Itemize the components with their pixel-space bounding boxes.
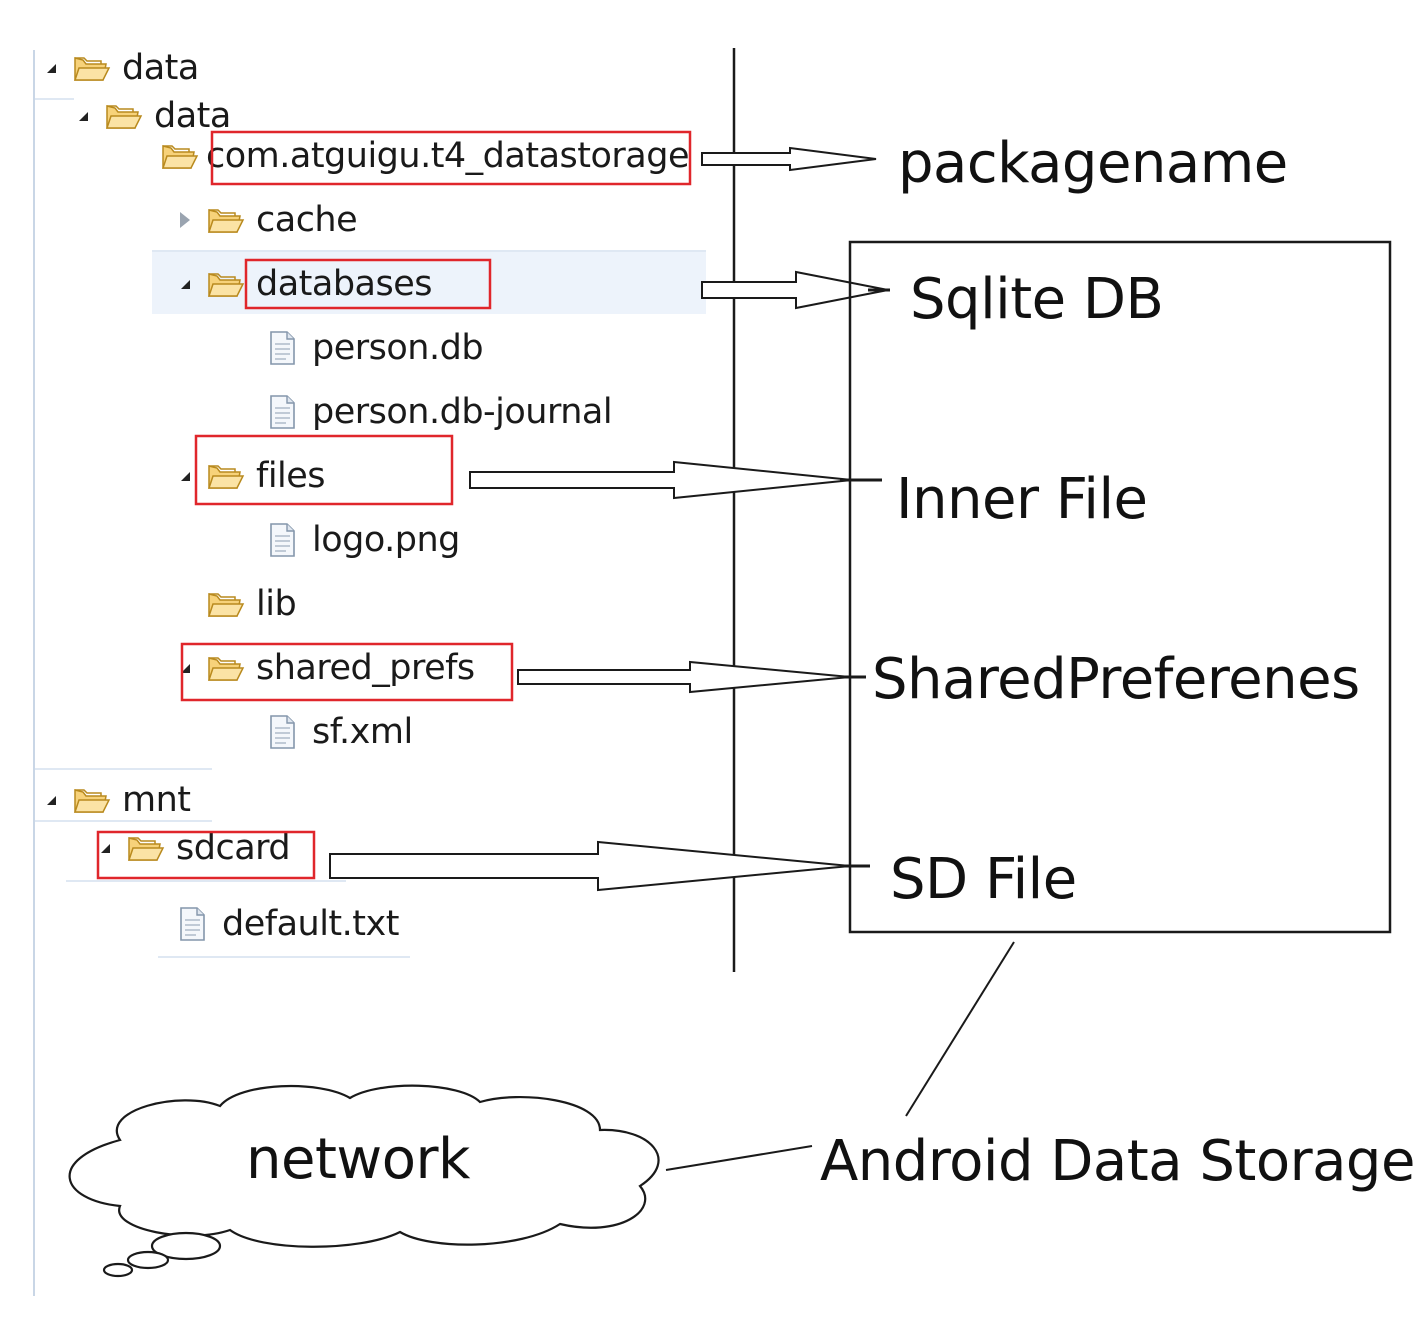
expanded-arrow-icon[interactable] — [68, 101, 98, 131]
folder-open-icon — [207, 273, 245, 297]
folder-open-icon — [105, 105, 143, 129]
tree-row-logo[interactable]: logo.png — [226, 516, 460, 564]
tree-row-shared-prefs[interactable]: shared_prefs — [170, 644, 475, 692]
package-highlight-box — [210, 130, 692, 186]
tree-item-label: shared_prefs — [256, 648, 475, 688]
tree-item-label: sdcard — [176, 828, 291, 868]
databases-selected-row — [152, 252, 706, 314]
file-icon — [270, 331, 295, 365]
sqlite-db-label: Sqlite DB — [910, 267, 1164, 332]
tree-row-databases[interactable]: databases — [170, 260, 433, 308]
android-data-storage-label: Android Data Storage — [820, 1129, 1415, 1194]
tree-item-label: sf.xml — [312, 712, 413, 752]
tree-row-mnt[interactable]: mnt — [36, 776, 191, 824]
shared-prefs-highlight-box — [180, 642, 514, 702]
network-cloud-icon — [68, 1084, 660, 1278]
tree-row-files[interactable]: files — [170, 452, 326, 500]
folder-open-icon — [127, 837, 165, 861]
tree-row-cache[interactable]: cache — [170, 196, 358, 244]
expanded-arrow-icon[interactable] — [36, 785, 66, 815]
folder-open-icon — [73, 789, 111, 813]
expanded-arrow-icon[interactable] — [170, 461, 200, 491]
tree-row-data-root[interactable]: data — [36, 44, 199, 92]
network-connector-line — [665, 1145, 813, 1171]
separator-line — [66, 880, 346, 882]
tree-row-data-sub[interactable]: data — [68, 92, 231, 140]
file-icon — [270, 523, 295, 557]
tree-item-label: data — [122, 48, 199, 88]
tree-item-label: com.atguigu.t4_datastorage — [206, 136, 689, 176]
file-icon — [270, 395, 295, 429]
tree-row-person-journal[interactable]: person.db-journal — [226, 388, 613, 436]
tree-item-label: data — [154, 96, 231, 136]
folder-open-icon — [207, 593, 245, 617]
sdcard-arrow — [329, 840, 851, 892]
separator-line — [152, 250, 706, 252]
collapsed-arrow-icon[interactable] — [170, 205, 200, 235]
folder-open-icon — [207, 465, 245, 489]
box-connector-line — [905, 941, 1015, 1117]
storage-box — [848, 240, 1392, 934]
separator-line — [34, 820, 212, 822]
separator-line — [158, 956, 410, 958]
tree-item-label: person.db — [312, 328, 484, 368]
sdcard-highlight-box — [96, 830, 316, 880]
file-icon — [180, 907, 205, 941]
folder-open-icon — [161, 145, 199, 169]
tree-item-label: databases — [256, 264, 433, 304]
databases-highlight-box — [244, 258, 492, 310]
file-icon — [270, 715, 295, 749]
expanded-arrow-icon[interactable] — [170, 653, 200, 683]
tree-item-label: default.txt — [222, 904, 399, 944]
files-arrow — [469, 460, 853, 500]
highlight-boxes — [96, 130, 692, 880]
shared-preferences-label: SharedPreferenes — [872, 647, 1360, 712]
shared-prefs-arrow — [517, 660, 851, 694]
tree-row-package[interactable]: com.atguigu.t4_datastorage — [124, 132, 689, 180]
tree-row-sdcard[interactable]: sdcard — [90, 824, 291, 872]
arrow-tails — [840, 288, 890, 868]
tree-item-label: logo.png — [312, 520, 460, 560]
folder-open-icon — [207, 657, 245, 681]
package-arrow — [701, 146, 877, 172]
tree-item-label: files — [256, 456, 326, 496]
folder-open-icon — [73, 57, 111, 81]
inner-file-label: Inner File — [896, 467, 1148, 532]
separator-line — [34, 98, 74, 100]
expanded-arrow-icon[interactable] — [170, 269, 200, 299]
separator-line — [34, 768, 212, 770]
tree-row-default-txt[interactable]: default.txt — [136, 900, 399, 948]
folder-open-icon — [207, 209, 245, 233]
tree-row-lib[interactable]: lib — [170, 580, 297, 628]
packagename-label: packagename — [898, 131, 1288, 196]
expanded-arrow-icon[interactable] — [90, 833, 120, 863]
arrows — [329, 146, 889, 892]
files-highlight-box — [194, 434, 454, 506]
tree-item-label: mnt — [122, 780, 191, 820]
tree-item-label: cache — [256, 200, 358, 240]
databases-arrow — [701, 270, 889, 310]
tree-item-label: lib — [256, 584, 297, 624]
expanded-arrow-icon[interactable] — [36, 53, 66, 83]
tree-item-label: person.db-journal — [312, 392, 613, 432]
tree-row-sf-xml[interactable]: sf.xml — [226, 708, 413, 756]
network-label: network — [246, 1127, 470, 1192]
sd-file-label: SD File — [890, 847, 1077, 912]
tree-row-person-db[interactable]: person.db — [226, 324, 484, 372]
